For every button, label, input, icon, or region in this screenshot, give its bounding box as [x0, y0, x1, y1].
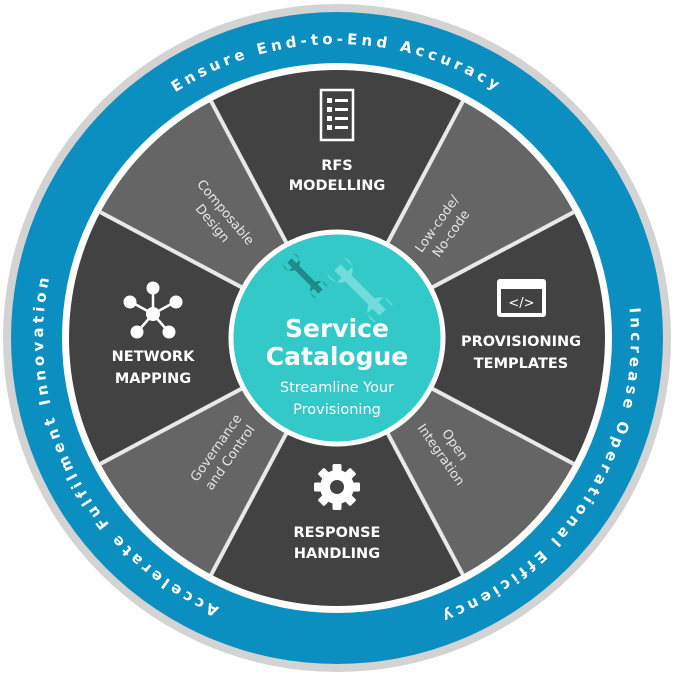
sector-label-line2: MAPPING [115, 371, 191, 387]
center-subtitle-line2: Provisioning [293, 402, 381, 418]
sector-label-line2: HANDLING [294, 546, 380, 562]
sector-divider [424, 210, 575, 293]
sector-response-handling: RESPONSE HANDLING [294, 464, 381, 562]
sector-label-line1: NETWORK [112, 349, 195, 365]
sector-divider [382, 425, 465, 576]
center-hub: Service Catalogue Streamline Your Provis… [228, 229, 446, 447]
sector-divider [99, 210, 250, 293]
gear-icon [314, 464, 360, 510]
sector-divider [382, 100, 465, 251]
center-title-line1: Service [285, 314, 389, 343]
wrench-icon [282, 253, 393, 323]
sector-divider [209, 100, 292, 251]
sector-divider [209, 425, 292, 576]
dark-sector [69, 212, 337, 464]
sector-label-line1: RFS [321, 158, 353, 174]
svg-text:</>: </> [508, 296, 534, 311]
sector-network-mapping: NETWORK MAPPING [112, 281, 195, 387]
center-subtitle-line1: Streamline Your [280, 380, 394, 396]
center-title-line2: Catalogue [266, 342, 408, 371]
sector-label-line2: TEMPLATES [474, 356, 568, 372]
document-list-icon [319, 88, 355, 142]
network-icon [123, 281, 183, 339]
center-circle [228, 229, 446, 447]
sector-rfs-modelling: RFS MODELLING [289, 88, 386, 194]
sector-label-line2: MODELLING [289, 178, 386, 194]
dark-sector [211, 70, 463, 338]
dark-sector [337, 212, 605, 464]
code-window-icon: </> [497, 279, 546, 317]
sector-divider [424, 383, 575, 466]
sector-label-line1: PROVISIONING [461, 334, 581, 350]
sector-provisioning-templates: </> PROVISIONING TEMPLATES [461, 279, 581, 372]
sector-label-line1: RESPONSE [294, 525, 381, 541]
sector-divider [99, 383, 250, 466]
